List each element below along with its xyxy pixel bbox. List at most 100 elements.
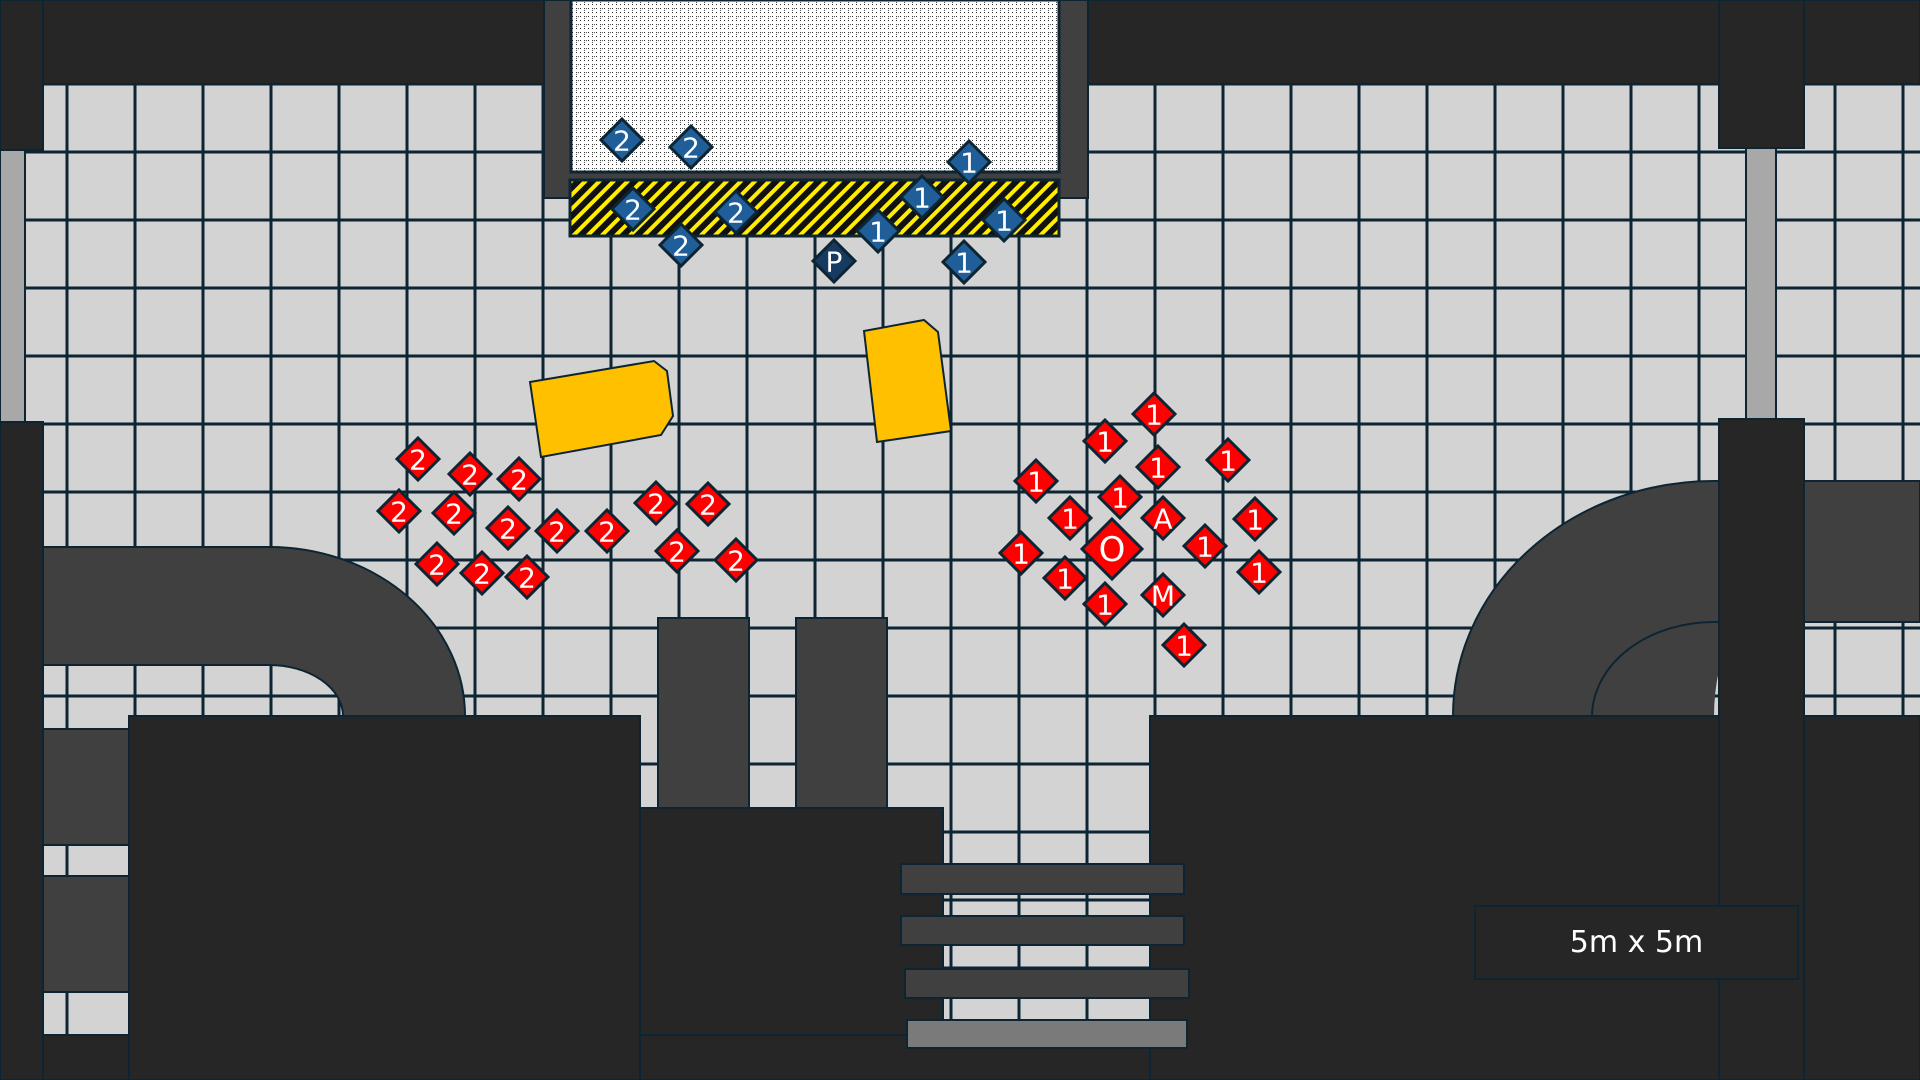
marker-label: O: [1099, 530, 1126, 570]
red-unit-marker[interactable]: 2: [458, 549, 506, 597]
red-unit-marker[interactable]: 1: [1204, 436, 1252, 484]
diamond-icon: [632, 479, 680, 527]
red-unit-marker[interactable]: 1: [1096, 473, 1144, 521]
marker-label: 1: [1056, 563, 1074, 596]
scale-label: 5m x 5m: [1474, 905, 1799, 980]
marker-label: 1: [1096, 426, 1114, 459]
red-unit-marker[interactable]: 1: [997, 529, 1045, 577]
left-pipe: [42, 546, 467, 717]
red-unit-marker[interactable]: 1: [1160, 621, 1208, 669]
red-unit-marker[interactable]: A: [1139, 494, 1187, 542]
right-pillar-top: [1718, 0, 1805, 149]
diamond-icon: [1096, 473, 1144, 521]
marker-label: 2: [699, 489, 717, 522]
blue-unit-marker[interactable]: 2: [657, 221, 705, 269]
marker-label: 2: [499, 513, 517, 546]
marker-label: 2: [727, 545, 745, 578]
blue-unit-marker[interactable]: 1: [980, 196, 1028, 244]
pillar-1: [657, 617, 750, 809]
diamond-icon: [1041, 554, 1089, 602]
blue-unit-marker[interactable]: 1: [940, 238, 988, 286]
marker-label: 2: [613, 125, 631, 158]
container-interior: [569, 0, 1061, 174]
red-unit-marker[interactable]: 1: [1012, 457, 1060, 505]
marker-label: 2: [445, 498, 463, 531]
blue-unit-marker[interactable]: 2: [712, 188, 760, 236]
marker-label: 1: [1175, 630, 1193, 663]
red-unit-marker[interactable]: O: [1079, 516, 1145, 582]
diamond-icon: [1139, 494, 1187, 542]
blue-unit-marker[interactable]: 1: [945, 138, 993, 186]
diamond-icon: [980, 196, 1028, 244]
marker-label: 2: [428, 549, 446, 582]
diamond-icon: [503, 553, 551, 601]
red-unit-marker[interactable]: 2: [495, 455, 543, 503]
marker-label: 1: [1196, 531, 1214, 564]
marker-label: 1: [1250, 557, 1268, 590]
diamond-icon: [1204, 436, 1252, 484]
diamond-icon: [495, 455, 543, 503]
red-unit-marker[interactable]: 1: [1081, 580, 1129, 628]
red-unit-marker[interactable]: 2: [446, 450, 494, 498]
diamond-icon: [1079, 516, 1145, 582]
diamond-icon: [854, 207, 902, 255]
marker-label: 1: [1111, 482, 1129, 515]
blue-unit-marker[interactable]: 1: [854, 207, 902, 255]
diamond-icon: [1181, 522, 1229, 570]
diamond-icon: [684, 480, 732, 528]
marker-label: 1: [1096, 589, 1114, 622]
red-unit-marker[interactable]: 1: [1130, 390, 1178, 438]
red-unit-marker[interactable]: 2: [413, 540, 461, 588]
marker-label: 1: [913, 182, 931, 215]
diamond-icon: [1160, 621, 1208, 669]
diamond-icon: [940, 238, 988, 286]
left-crate-1: [42, 728, 130, 846]
diamond-icon: [898, 173, 946, 221]
red-unit-marker[interactable]: 1: [1231, 495, 1279, 543]
diamond-icon: [945, 138, 993, 186]
right-pillar-bottom: [1718, 418, 1805, 1080]
red-unit-marker[interactable]: 2: [375, 487, 423, 535]
red-unit-marker[interactable]: 2: [684, 480, 732, 528]
red-unit-marker[interactable]: 2: [583, 507, 631, 555]
red-unit-marker[interactable]: 2: [712, 536, 760, 584]
diamond-icon: [1081, 417, 1129, 465]
red-unit-marker[interactable]: 1: [1081, 417, 1129, 465]
diamond-icon: [1012, 457, 1060, 505]
left-crate-2: [42, 875, 130, 993]
marker-label: 1: [1145, 399, 1163, 432]
red-unit-marker[interactable]: 2: [503, 553, 551, 601]
red-unit-marker[interactable]: 2: [430, 489, 478, 537]
diamond-icon: [598, 116, 646, 164]
marker-label: 2: [510, 464, 528, 497]
marker-label: 1: [960, 147, 978, 180]
blue-unit-marker[interactable]: 2: [667, 123, 715, 171]
red-unit-marker[interactable]: 1: [1235, 548, 1283, 596]
red-unit-marker[interactable]: 2: [632, 479, 680, 527]
diamond-icon: [1081, 580, 1129, 628]
blue-unit-marker[interactable]: P: [810, 237, 858, 285]
diamond-icon: [413, 540, 461, 588]
red-unit-marker[interactable]: 2: [484, 504, 532, 552]
diamond-icon: [1130, 390, 1178, 438]
diamond-icon: [653, 527, 701, 575]
marker-label: 2: [461, 459, 479, 492]
blue-unit-marker[interactable]: 1: [898, 173, 946, 221]
red-unit-marker[interactable]: 1: [1041, 554, 1089, 602]
red-unit-marker[interactable]: 2: [653, 527, 701, 575]
blue-unit-marker[interactable]: 2: [598, 116, 646, 164]
red-unit-marker[interactable]: 1: [1181, 522, 1229, 570]
red-unit-marker[interactable]: 2: [533, 507, 581, 555]
red-unit-marker[interactable]: M: [1139, 571, 1187, 619]
red-unit-marker[interactable]: 2: [394, 435, 442, 483]
red-unit-marker[interactable]: 1: [1134, 443, 1182, 491]
marker-label: 2: [390, 496, 408, 529]
diamond-icon: [997, 529, 1045, 577]
red-unit-marker[interactable]: 1: [1046, 494, 1094, 542]
diamond-icon: [394, 435, 442, 483]
blue-unit-marker[interactable]: 2: [609, 185, 657, 233]
marker-label: 2: [727, 197, 745, 230]
marker-label: 1: [869, 216, 887, 249]
marker-label: 2: [647, 488, 665, 521]
